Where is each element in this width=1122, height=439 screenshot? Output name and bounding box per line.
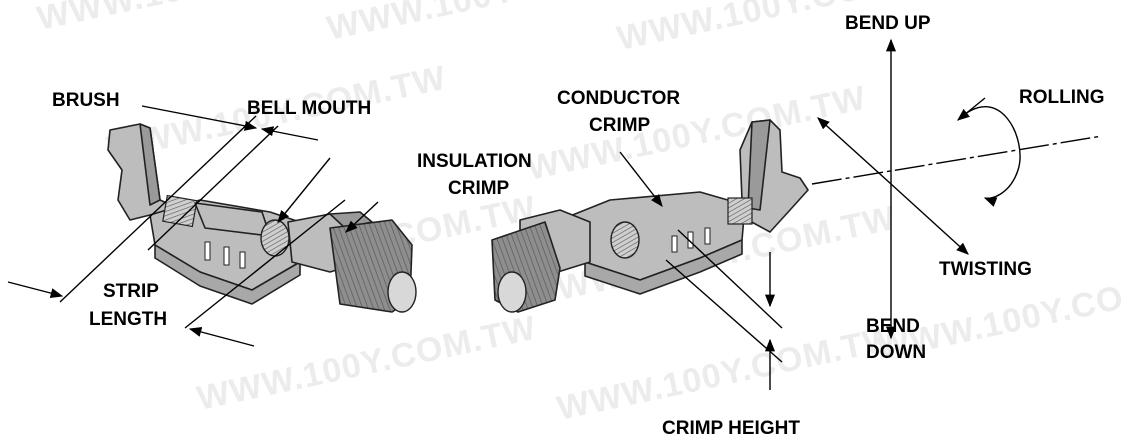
rolling-axis: [811, 135, 1103, 185]
motion-axes: [811, 38, 1103, 340]
left-dimension-lines: [7, 105, 379, 347]
rolling-label: ROLLING: [1019, 87, 1105, 108]
watermark-text: WWW.100Y.COM.TW: [194, 309, 540, 418]
middle-dimension-lines: [619, 151, 783, 390]
insulation-crimp-label-line2: CRIMP: [448, 178, 510, 199]
conductor-crimp-label-line1: CONDUCTOR: [557, 88, 680, 109]
strip-length-label-line2: LENGTH: [89, 309, 167, 330]
labels: BRUSH BELL MOUTH INSULATION CRIMP STRIP …: [52, 13, 1105, 439]
twisting-label: TWISTING: [939, 259, 1032, 280]
left-terminal: [107, 123, 417, 313]
insulation-crimp-label-line1: INSULATION: [417, 151, 532, 172]
conductor-crimp-label-line2: CRIMP: [589, 115, 651, 136]
bend-down-label-line1: BEND: [866, 316, 920, 337]
bell-mouth-label: BELL MOUTH: [247, 98, 371, 119]
crimp-height-label: CRIMP HEIGHT: [662, 418, 800, 439]
strip-length-label-line1: STRIP: [103, 281, 159, 302]
middle-terminal: [491, 119, 809, 313]
bend-down-label-line2: DOWN: [866, 342, 926, 363]
twisting-arrow-back: [817, 117, 892, 185]
rolling-arrow-curve: [957, 105, 1021, 207]
watermark-text: WWW.100Y.COM.TW: [554, 319, 900, 428]
bend-up-label: BEND UP: [845, 13, 931, 34]
brush-label: BRUSH: [52, 90, 120, 111]
twisting-arrow-front: [890, 183, 969, 255]
